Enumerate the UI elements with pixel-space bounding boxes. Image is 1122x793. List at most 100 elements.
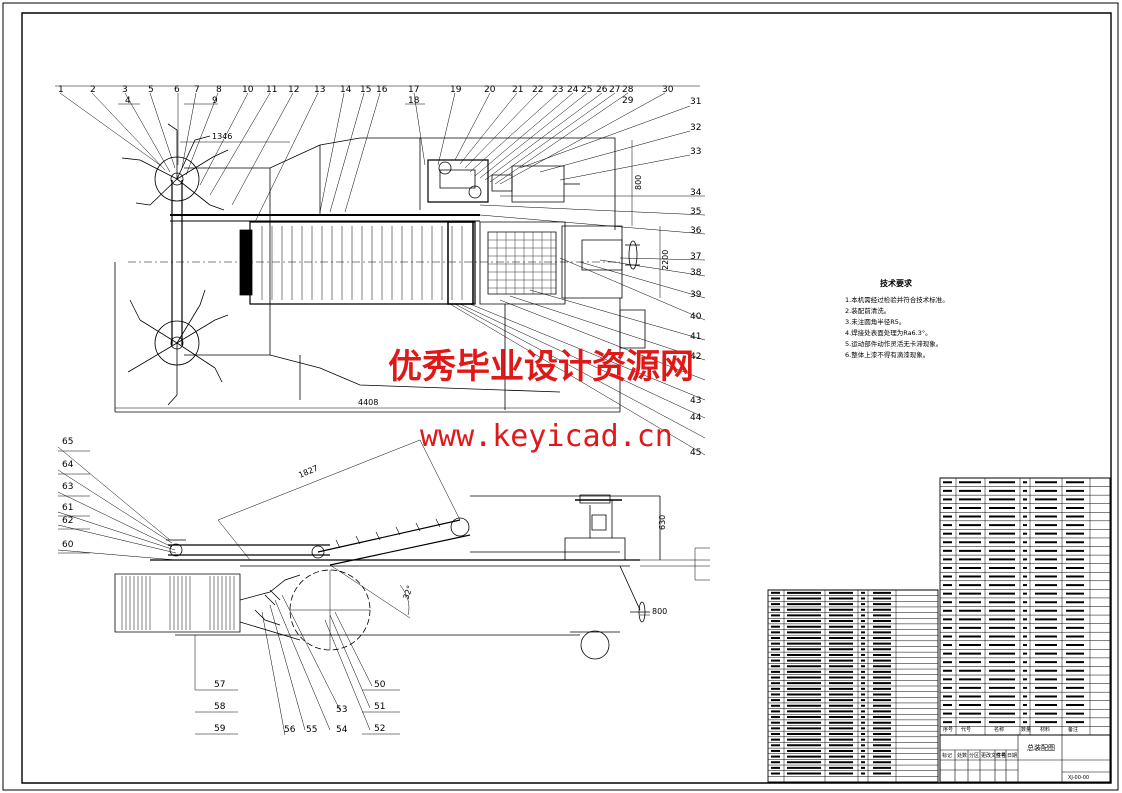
top-callouts: 1 2 3 4 5 6 7 8 9 10 11 12 13 14 15 16 1…: [58, 85, 702, 458]
callout-15: 15: [360, 85, 371, 95]
title-block: [940, 735, 1110, 782]
callout-59: 59: [214, 724, 226, 734]
callout-10: 10: [242, 85, 254, 95]
callout-28: 28: [622, 85, 634, 95]
callout-20: 20: [484, 85, 496, 95]
drawing-code: XJ-00-00: [1068, 775, 1089, 781]
callout-7: 7: [194, 85, 200, 95]
tech-req-2: 2.装配前清洗。: [845, 306, 890, 315]
bom-header-code: 代号: [961, 726, 971, 733]
callout-44: 44: [690, 413, 702, 423]
callout-18: 18: [408, 96, 420, 106]
callout-57: 57: [214, 680, 225, 690]
tb-mark-0: 标记: [942, 752, 952, 759]
reel-lower: [128, 290, 228, 405]
callout-25: 25: [581, 85, 592, 95]
callout-42: 42: [690, 352, 701, 362]
bom-header-name: 名称: [994, 726, 1004, 733]
tech-req-3: 3.未注圆角半径R5。: [845, 317, 905, 326]
side-leaders: [58, 447, 400, 735]
callout-35: 35: [690, 207, 701, 217]
callout-43: 43: [690, 396, 701, 406]
callout-1: 1: [58, 85, 64, 95]
tech-req-4: 4.焊接处表面处理为Ra6.3°。: [845, 328, 932, 337]
callout-6: 6: [174, 85, 180, 95]
callout-16: 16: [376, 85, 388, 95]
callout-8: 8: [216, 85, 222, 95]
callout-32: 32: [690, 123, 701, 133]
callout-3: 3: [122, 85, 128, 95]
callout-53: 53: [336, 705, 347, 715]
bom-header-remark: 备注: [1068, 726, 1078, 733]
tb-mark-4: 签名: [996, 752, 1006, 759]
technical-requirements: 技术要求 1.本机需经过检验并符合技术标准。 2.装配前清洗。 3.未注圆角半径…: [845, 278, 949, 359]
dim-angle-32: 32°: [401, 584, 414, 600]
top-leaders: [55, 86, 705, 455]
dim-4408: 4408: [358, 398, 378, 407]
callout-29: 29: [622, 96, 634, 106]
callout-17: 17: [408, 85, 419, 95]
callout-50: 50: [374, 680, 386, 690]
callout-31: 31: [690, 97, 701, 107]
callout-4: 4: [125, 96, 131, 106]
callout-45: 45: [690, 448, 701, 458]
tech-req-6: 6.整体上漆不得有滴漆现象。: [845, 350, 929, 359]
callout-61: 61: [62, 503, 73, 513]
callout-40: 40: [690, 312, 702, 322]
inner-border: [22, 13, 1111, 783]
tb-mark-3: 更改文件号: [981, 752, 1006, 759]
callout-23: 23: [552, 85, 563, 95]
callout-22: 22: [532, 85, 543, 95]
callout-5: 5: [148, 85, 154, 95]
top-dimensions: [115, 140, 660, 408]
callout-21: 21: [512, 85, 523, 95]
callout-60: 60: [62, 540, 74, 550]
callout-41: 41: [690, 332, 701, 342]
callout-63: 63: [62, 482, 73, 492]
top-view: [115, 124, 645, 412]
callout-38: 38: [690, 268, 702, 278]
dim-800-top: 800: [634, 175, 643, 190]
bom-entries: [771, 482, 1084, 773]
drawing-name: 总装配图: [1027, 743, 1055, 752]
tech-req-5: 5.运动部件动作灵活无卡滞现象。: [845, 339, 942, 348]
bom-header-material: 材料: [1040, 726, 1050, 733]
callout-33: 33: [690, 147, 701, 157]
tb-mark-2: 分区: [969, 752, 979, 759]
side-view: [115, 440, 710, 659]
reel-upper: [122, 124, 228, 210]
bom-table-left: [768, 590, 938, 782]
callout-34: 34: [690, 188, 702, 198]
tb-mark-5: 日期: [1007, 753, 1017, 759]
callout-37: 37: [690, 252, 701, 262]
callout-52: 52: [374, 724, 385, 734]
bom-header-qty: 数量: [1021, 726, 1031, 733]
callout-58: 58: [214, 702, 226, 712]
callout-54: 54: [336, 725, 348, 735]
tech-req-title: 技术要求: [880, 278, 913, 288]
callout-27: 27: [609, 85, 620, 95]
side-callouts: 65 64 63 61 62 60 57 58 59 56 55 54 53 5…: [62, 437, 386, 735]
callout-39: 39: [690, 290, 702, 300]
callout-36: 36: [690, 226, 702, 236]
callout-14: 14: [340, 85, 352, 95]
bom-header-index: 序号: [943, 726, 953, 733]
callout-13: 13: [314, 85, 325, 95]
outer-border: [3, 3, 1118, 790]
dim-800-side: 800: [652, 607, 667, 616]
callout-2: 2: [90, 85, 96, 95]
callout-19: 19: [450, 85, 462, 95]
callout-55: 55: [306, 725, 317, 735]
callout-24: 24: [567, 85, 579, 95]
callout-65: 65: [62, 437, 73, 447]
dim-2200: 2200: [661, 250, 670, 270]
callout-9: 9: [212, 96, 218, 106]
tb-mark-1: 处数: [957, 752, 967, 759]
callout-62: 62: [62, 516, 73, 526]
callout-51: 51: [374, 702, 385, 712]
callout-26: 26: [596, 85, 608, 95]
bom-table-right: [940, 478, 1110, 735]
conveyor-slats: [262, 226, 462, 300]
callout-12: 12: [288, 85, 299, 95]
